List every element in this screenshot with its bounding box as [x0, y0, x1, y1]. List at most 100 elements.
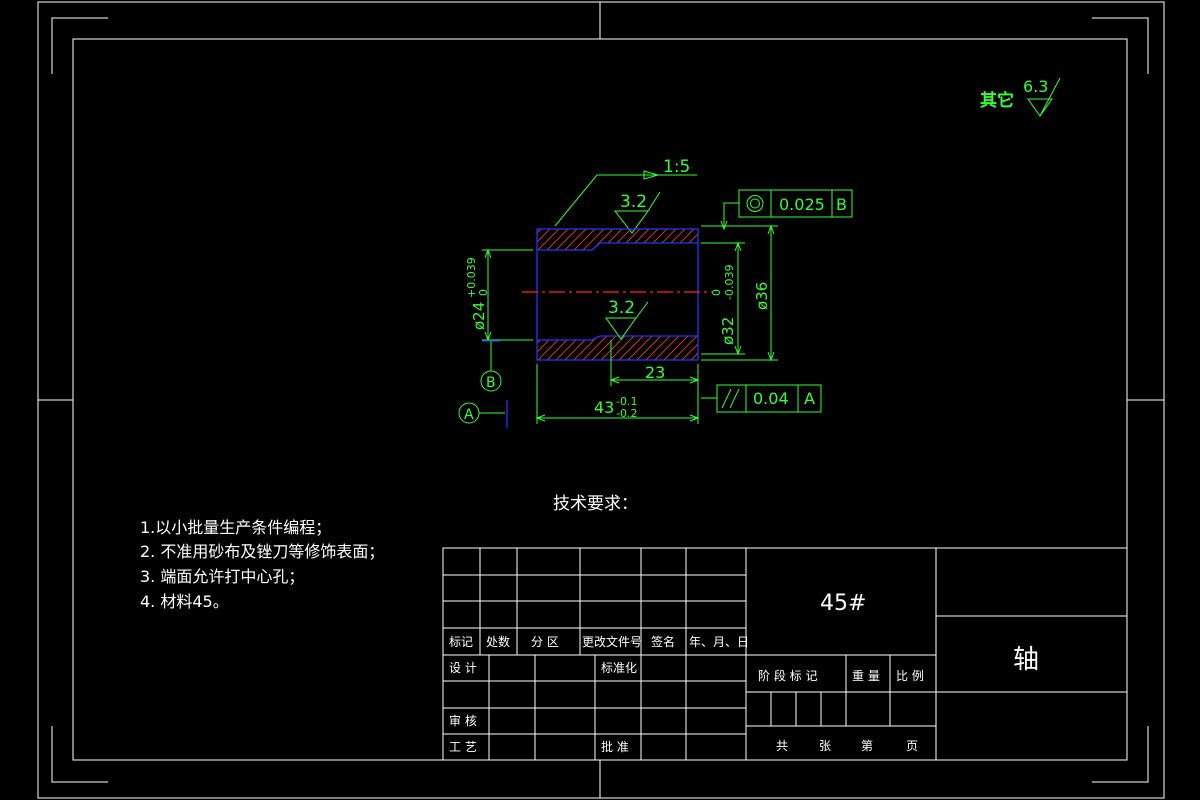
- tb-col-doc: 更改文件号: [582, 634, 642, 649]
- roughness-other-value: 6.3: [1023, 77, 1048, 96]
- hatch-line: [645, 336, 671, 360]
- roughness-bore-symbol: [605, 301, 649, 340]
- hatch-line: [690, 336, 698, 360]
- hatch-line: [654, 336, 680, 360]
- dim-flange-dia-lines: [701, 224, 778, 362]
- dim-total-length-lower: -0.2: [616, 407, 637, 420]
- dim-flange-dia: ø36: [753, 282, 771, 310]
- tb-col-zone: 分 区: [531, 635, 559, 649]
- hatch-line: [564, 229, 587, 250]
- hatch-line: [609, 229, 632, 250]
- dim-outer-dia-lines: [701, 241, 745, 356]
- dim-step-length: 23: [645, 363, 665, 382]
- dim-total-length-lines: [535, 364, 700, 424]
- dim-outer-dia-lower: -0.039: [723, 265, 736, 300]
- tb-part-name: 轴: [1013, 645, 1039, 675]
- roughness-other-symbol: [1027, 77, 1061, 117]
- hatch-line: [609, 336, 635, 360]
- dim-inner-dia-base: ø24: [470, 302, 488, 330]
- requirement-item-1: 1.以小批量生产条件编程；: [140, 518, 331, 537]
- tb-sheets-total: 共: [776, 739, 788, 753]
- tb-standardize: 标准化: [601, 661, 637, 675]
- hatch-line: [537, 229, 542, 250]
- hatch-line: [709, 229, 730, 250]
- dim-inner-dia-lower: 0: [477, 289, 490, 296]
- tb-review: 审 核: [449, 713, 477, 728]
- hatch-bot: [537, 336, 698, 360]
- tb-process: 工 艺: [449, 740, 477, 754]
- requirement-item-2: 2. 不准用砂布及锉刀等修饰表面；: [140, 542, 384, 561]
- hatch-line: [555, 229, 578, 250]
- hatch-line: [582, 229, 605, 250]
- hatch-line: [690, 229, 698, 250]
- tb-approve: 批 准: [601, 739, 629, 754]
- tb-stage-mark: 阶 段 标 记: [758, 668, 817, 683]
- scale-leader: [554, 170, 697, 227]
- parallelism-datum: A: [804, 389, 815, 408]
- parallelism-value: 0.04: [753, 389, 789, 408]
- tb-col-count: 处数: [486, 634, 510, 649]
- part-outline: [536, 228, 699, 361]
- dim-outer-dia-base: ø32: [719, 317, 737, 345]
- svg-text:A: A: [464, 407, 474, 423]
- concentricity-datum: B: [836, 195, 847, 214]
- hatch-top: [537, 229, 739, 250]
- svg-text:B: B: [486, 375, 496, 391]
- datum-b: B: [480, 340, 502, 392]
- hatch-line: [672, 229, 695, 250]
- hatch-line: [663, 229, 686, 250]
- title-block: [442, 547, 1128, 761]
- requirements-title: 技术要求：: [553, 494, 638, 514]
- tb-material: 45#: [820, 591, 866, 616]
- tb-col-mark: 标记: [449, 635, 473, 649]
- dim-inner-dia-lines: [482, 248, 533, 342]
- concentricity-value: 0.025: [779, 195, 825, 214]
- hatch-line: [591, 336, 617, 360]
- hatch-line: [700, 229, 721, 250]
- roughness-top-value: 3.2: [620, 192, 647, 212]
- hatch-line: [645, 229, 668, 250]
- dim-outer-dia-upper: 0: [710, 289, 723, 296]
- dim-step-length-lines: [609, 340, 700, 386]
- hatch-line: [600, 336, 626, 360]
- hatch-line: [573, 336, 599, 360]
- hatch-line: [636, 229, 659, 250]
- tb-col-date: 年、月、日: [689, 635, 749, 649]
- dim-total-length-upper: -0.1: [616, 395, 637, 408]
- hatch-line: [618, 229, 641, 250]
- tb-col-sign: 签名: [651, 634, 675, 649]
- hatch-line: [537, 229, 560, 250]
- requirement-item-3: 3. 端面允许打中心孔；: [140, 567, 304, 586]
- roughness-bore-value: 3.2: [608, 298, 635, 318]
- tb-sheet-no: 第: [861, 739, 873, 753]
- hatch-line: [600, 229, 623, 250]
- hatch-line: [654, 229, 677, 250]
- hatch-line: [537, 229, 551, 250]
- tolerance-parallelism: 0.04 A: [701, 384, 822, 413]
- tb-scale: 比 例: [896, 669, 924, 683]
- hatch-line: [681, 229, 698, 250]
- scale-note: 1:5: [663, 157, 690, 177]
- hatch-line: [718, 229, 739, 250]
- centering-marks: [38, 2, 1164, 798]
- datum-a: A: [458, 400, 508, 428]
- tb-weight: 重 量: [852, 669, 880, 683]
- hatch-line: [681, 336, 698, 360]
- hatch-line: [582, 336, 608, 360]
- dim-inner-dia-upper: +0.039: [465, 257, 478, 298]
- hatch-line: [573, 229, 596, 250]
- dim-total-length-base: 43: [594, 398, 614, 417]
- hatch-line: [618, 336, 644, 360]
- hatch-line: [627, 336, 653, 360]
- hatch-line: [663, 336, 689, 360]
- hatch-line: [636, 336, 662, 360]
- hatch-line: [672, 336, 698, 360]
- roughness-other-label: 其它: [980, 90, 1014, 111]
- hatch-line: [546, 229, 569, 250]
- requirement-item-4: 4. 材料45。: [140, 592, 229, 611]
- roughness-top-symbol: [613, 191, 661, 234]
- tolerance-concentricity: 0.025 B: [720, 189, 853, 231]
- tb-sheets-unit: 张: [819, 739, 831, 753]
- tb-design: 设 计: [449, 661, 477, 675]
